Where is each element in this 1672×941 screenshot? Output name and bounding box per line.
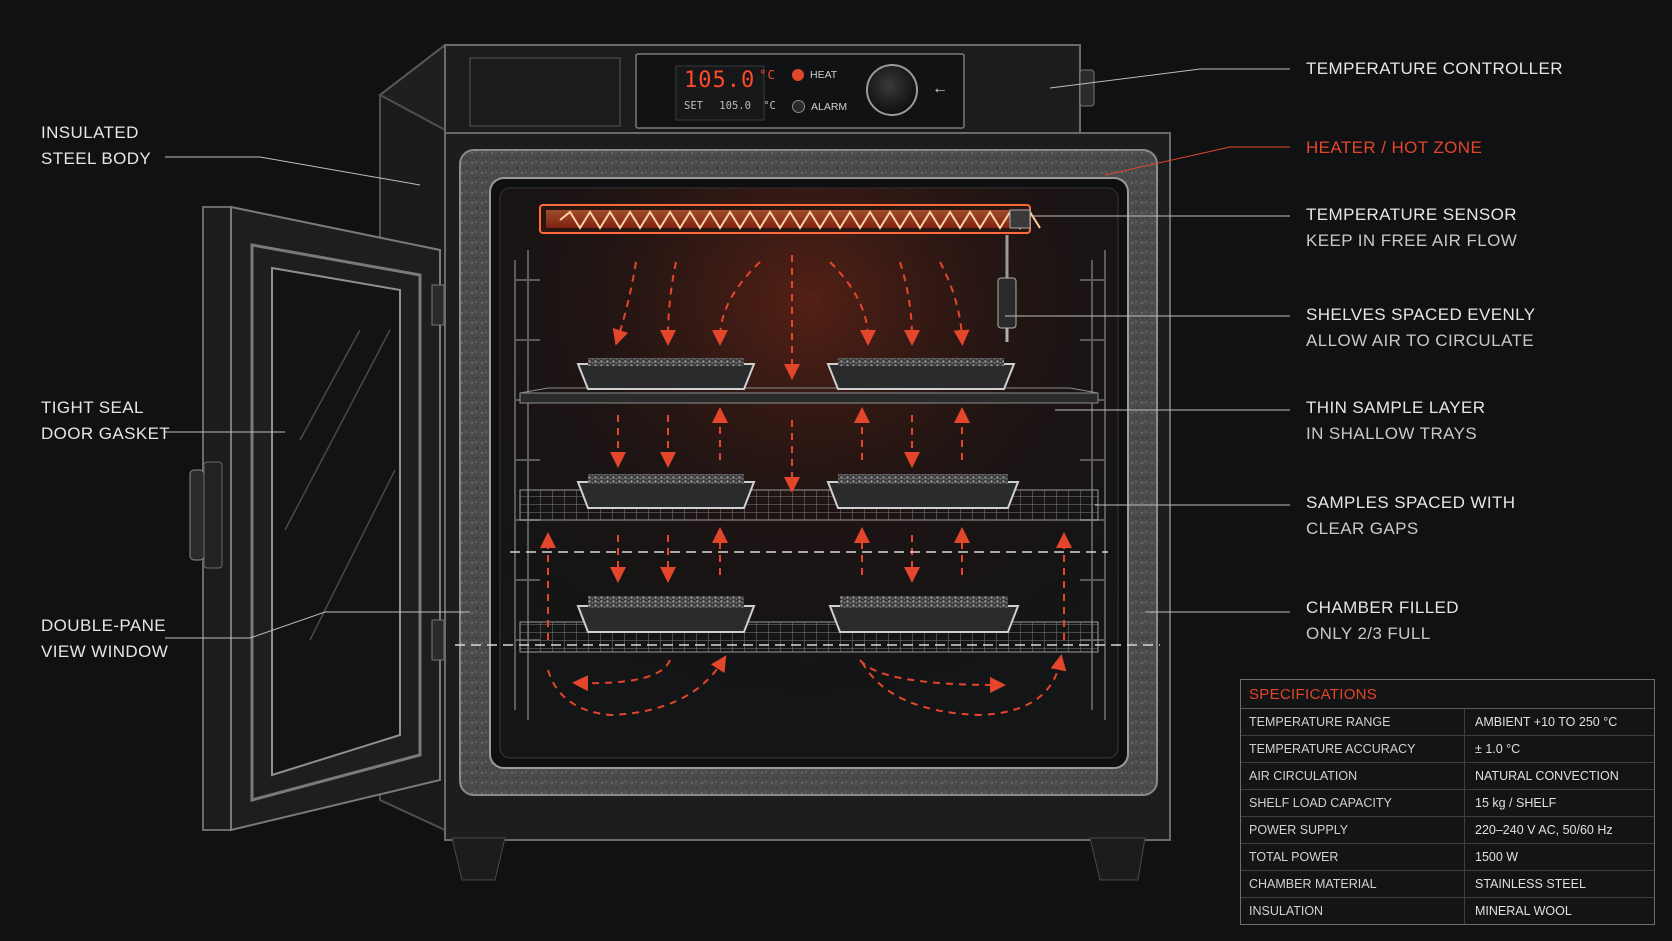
callout-insulated-body: INSULATED STEEL BODY bbox=[41, 120, 151, 172]
callout-line: ALLOW AIR TO CIRCULATE bbox=[1306, 331, 1534, 350]
callout-heater: HEATER / HOT ZONE bbox=[1306, 135, 1482, 161]
display-value: 105.0 bbox=[684, 68, 756, 93]
oven-door bbox=[189, 205, 445, 832]
callout-line: KEEP IN FREE AIR FLOW bbox=[1306, 231, 1518, 250]
heater-element bbox=[539, 204, 1041, 234]
set-unit: °C bbox=[763, 100, 776, 112]
spec-value: 1500 W bbox=[1475, 850, 1519, 864]
callout-line: IN SHALLOW TRAYS bbox=[1306, 424, 1478, 443]
spec-key: INSULATION bbox=[1241, 898, 1465, 924]
callout-door-gasket: TIGHT SEAL DOOR GASKET bbox=[41, 395, 170, 447]
tray bbox=[828, 596, 1020, 633]
alarm-led-icon bbox=[792, 100, 805, 113]
set-value: 105.0 bbox=[719, 100, 751, 112]
spec-row: TOTAL POWER 1500 W bbox=[1241, 844, 1654, 871]
spec-key: TOTAL POWER bbox=[1241, 844, 1465, 870]
spec-row: INSULATION MINERAL WOOL bbox=[1241, 898, 1654, 924]
specifications-title: SPECIFICATIONS bbox=[1241, 680, 1654, 709]
spec-row: TEMPERATURE RANGE AMBIENT +10 TO 250 °C bbox=[1241, 709, 1654, 736]
spec-row: POWER SUPPLY 220–240 V AC, 50/60 Hz bbox=[1241, 817, 1654, 844]
tray bbox=[576, 358, 756, 390]
callout-samples-spaced: SAMPLES SPACED WITH CLEAR GAPS bbox=[1306, 490, 1515, 542]
spec-value: STAINLESS STEEL bbox=[1475, 877, 1586, 891]
spec-key: TEMPERATURE ACCURACY bbox=[1241, 736, 1465, 762]
set-label: SET bbox=[684, 100, 703, 112]
sample-trays bbox=[576, 358, 1020, 633]
leader-lines bbox=[165, 68, 1290, 639]
fill-level-line bbox=[455, 551, 1160, 646]
specifications-table: SPECIFICATIONS TEMPERATURE RANGE AMBIENT … bbox=[1240, 679, 1655, 925]
setpoint-readout: SET 105.0 °C bbox=[684, 100, 776, 112]
callout-view-window: DOUBLE-PANE VIEW WINDOW bbox=[41, 613, 168, 665]
spec-row: CHAMBER MATERIAL STAINLESS STEEL bbox=[1241, 871, 1654, 898]
tray bbox=[826, 474, 1020, 509]
callout-chamber-filled: CHAMBER FILLED ONLY 2/3 FULL bbox=[1306, 595, 1459, 647]
callout-line: DOOR GASKET bbox=[41, 424, 171, 443]
callout-temperature-controller: TEMPERATURE CONTROLLER bbox=[1306, 56, 1563, 82]
callout-sensor: TEMPERATURE SENSOR KEEP IN FREE AIR FLOW bbox=[1306, 202, 1517, 254]
spec-key: CHAMBER MATERIAL bbox=[1241, 871, 1465, 897]
callout-line: SAMPLES SPACED WITH bbox=[1306, 493, 1516, 512]
callout-line: TEMPERATURE CONTROLLER bbox=[1306, 59, 1563, 78]
spec-value: ± 1.0 °C bbox=[1475, 742, 1521, 756]
callout-line: CHAMBER FILLED bbox=[1306, 598, 1459, 617]
temperature-display: 105.0°C bbox=[684, 68, 776, 93]
knob-arrow-icon: ← bbox=[932, 80, 948, 97]
spec-value: MINERAL WOOL bbox=[1475, 904, 1572, 918]
spec-key: POWER SUPPLY bbox=[1241, 817, 1465, 843]
callout-shelves: SHELVES SPACED EVENLY ALLOW AIR TO CIRCU… bbox=[1306, 302, 1535, 354]
spec-key: TEMPERATURE RANGE bbox=[1241, 709, 1465, 735]
callout-line: CLEAR GAPS bbox=[1306, 519, 1419, 538]
heat-led-icon bbox=[792, 69, 804, 81]
callout-line: THIN SAMPLE LAYER bbox=[1306, 398, 1486, 417]
callout-line: ONLY 2/3 FULL bbox=[1306, 624, 1431, 643]
spec-row: SHELF LOAD CAPACITY 15 kg / SHELF bbox=[1241, 790, 1654, 817]
heat-indicator: HEAT bbox=[792, 69, 837, 81]
airflow-arrows bbox=[540, 255, 1072, 717]
callout-line: TIGHT SEAL bbox=[41, 398, 144, 417]
spec-key: SHELF LOAD CAPACITY bbox=[1241, 790, 1465, 816]
alarm-indicator: ALARM bbox=[792, 100, 847, 113]
callout-line: DOUBLE-PANE bbox=[41, 616, 167, 635]
spec-row: AIR CIRCULATION NATURAL CONVECTION bbox=[1241, 763, 1654, 790]
spec-value: NATURAL CONVECTION bbox=[1475, 769, 1619, 783]
spec-value: AMBIENT +10 TO 250 °C bbox=[1475, 715, 1618, 729]
spec-row: TEMPERATURE ACCURACY ± 1.0 °C bbox=[1241, 736, 1654, 763]
alarm-label: ALARM bbox=[811, 100, 848, 113]
callout-line: STEEL BODY bbox=[41, 149, 152, 168]
callout-line: HEATER / HOT ZONE bbox=[1306, 138, 1483, 157]
callout-line: SHELVES SPACED EVENLY bbox=[1306, 305, 1536, 324]
spec-value: 15 kg / SHELF bbox=[1475, 796, 1557, 810]
callout-line: TEMPERATURE SENSOR bbox=[1306, 205, 1517, 224]
control-knob[interactable] bbox=[866, 64, 918, 116]
tray bbox=[576, 474, 756, 509]
tray bbox=[826, 358, 1016, 390]
display-unit: °C bbox=[759, 68, 776, 82]
callout-line: VIEW WINDOW bbox=[41, 642, 169, 661]
spec-key: AIR CIRCULATION bbox=[1241, 763, 1465, 789]
callout-line: INSULATED bbox=[41, 123, 139, 142]
tray bbox=[576, 596, 756, 633]
callout-thin-sample: THIN SAMPLE LAYER IN SHALLOW TRAYS bbox=[1306, 395, 1485, 447]
spec-value: 220–240 V AC, 50/60 Hz bbox=[1475, 823, 1613, 837]
heat-label: HEAT bbox=[810, 69, 838, 81]
